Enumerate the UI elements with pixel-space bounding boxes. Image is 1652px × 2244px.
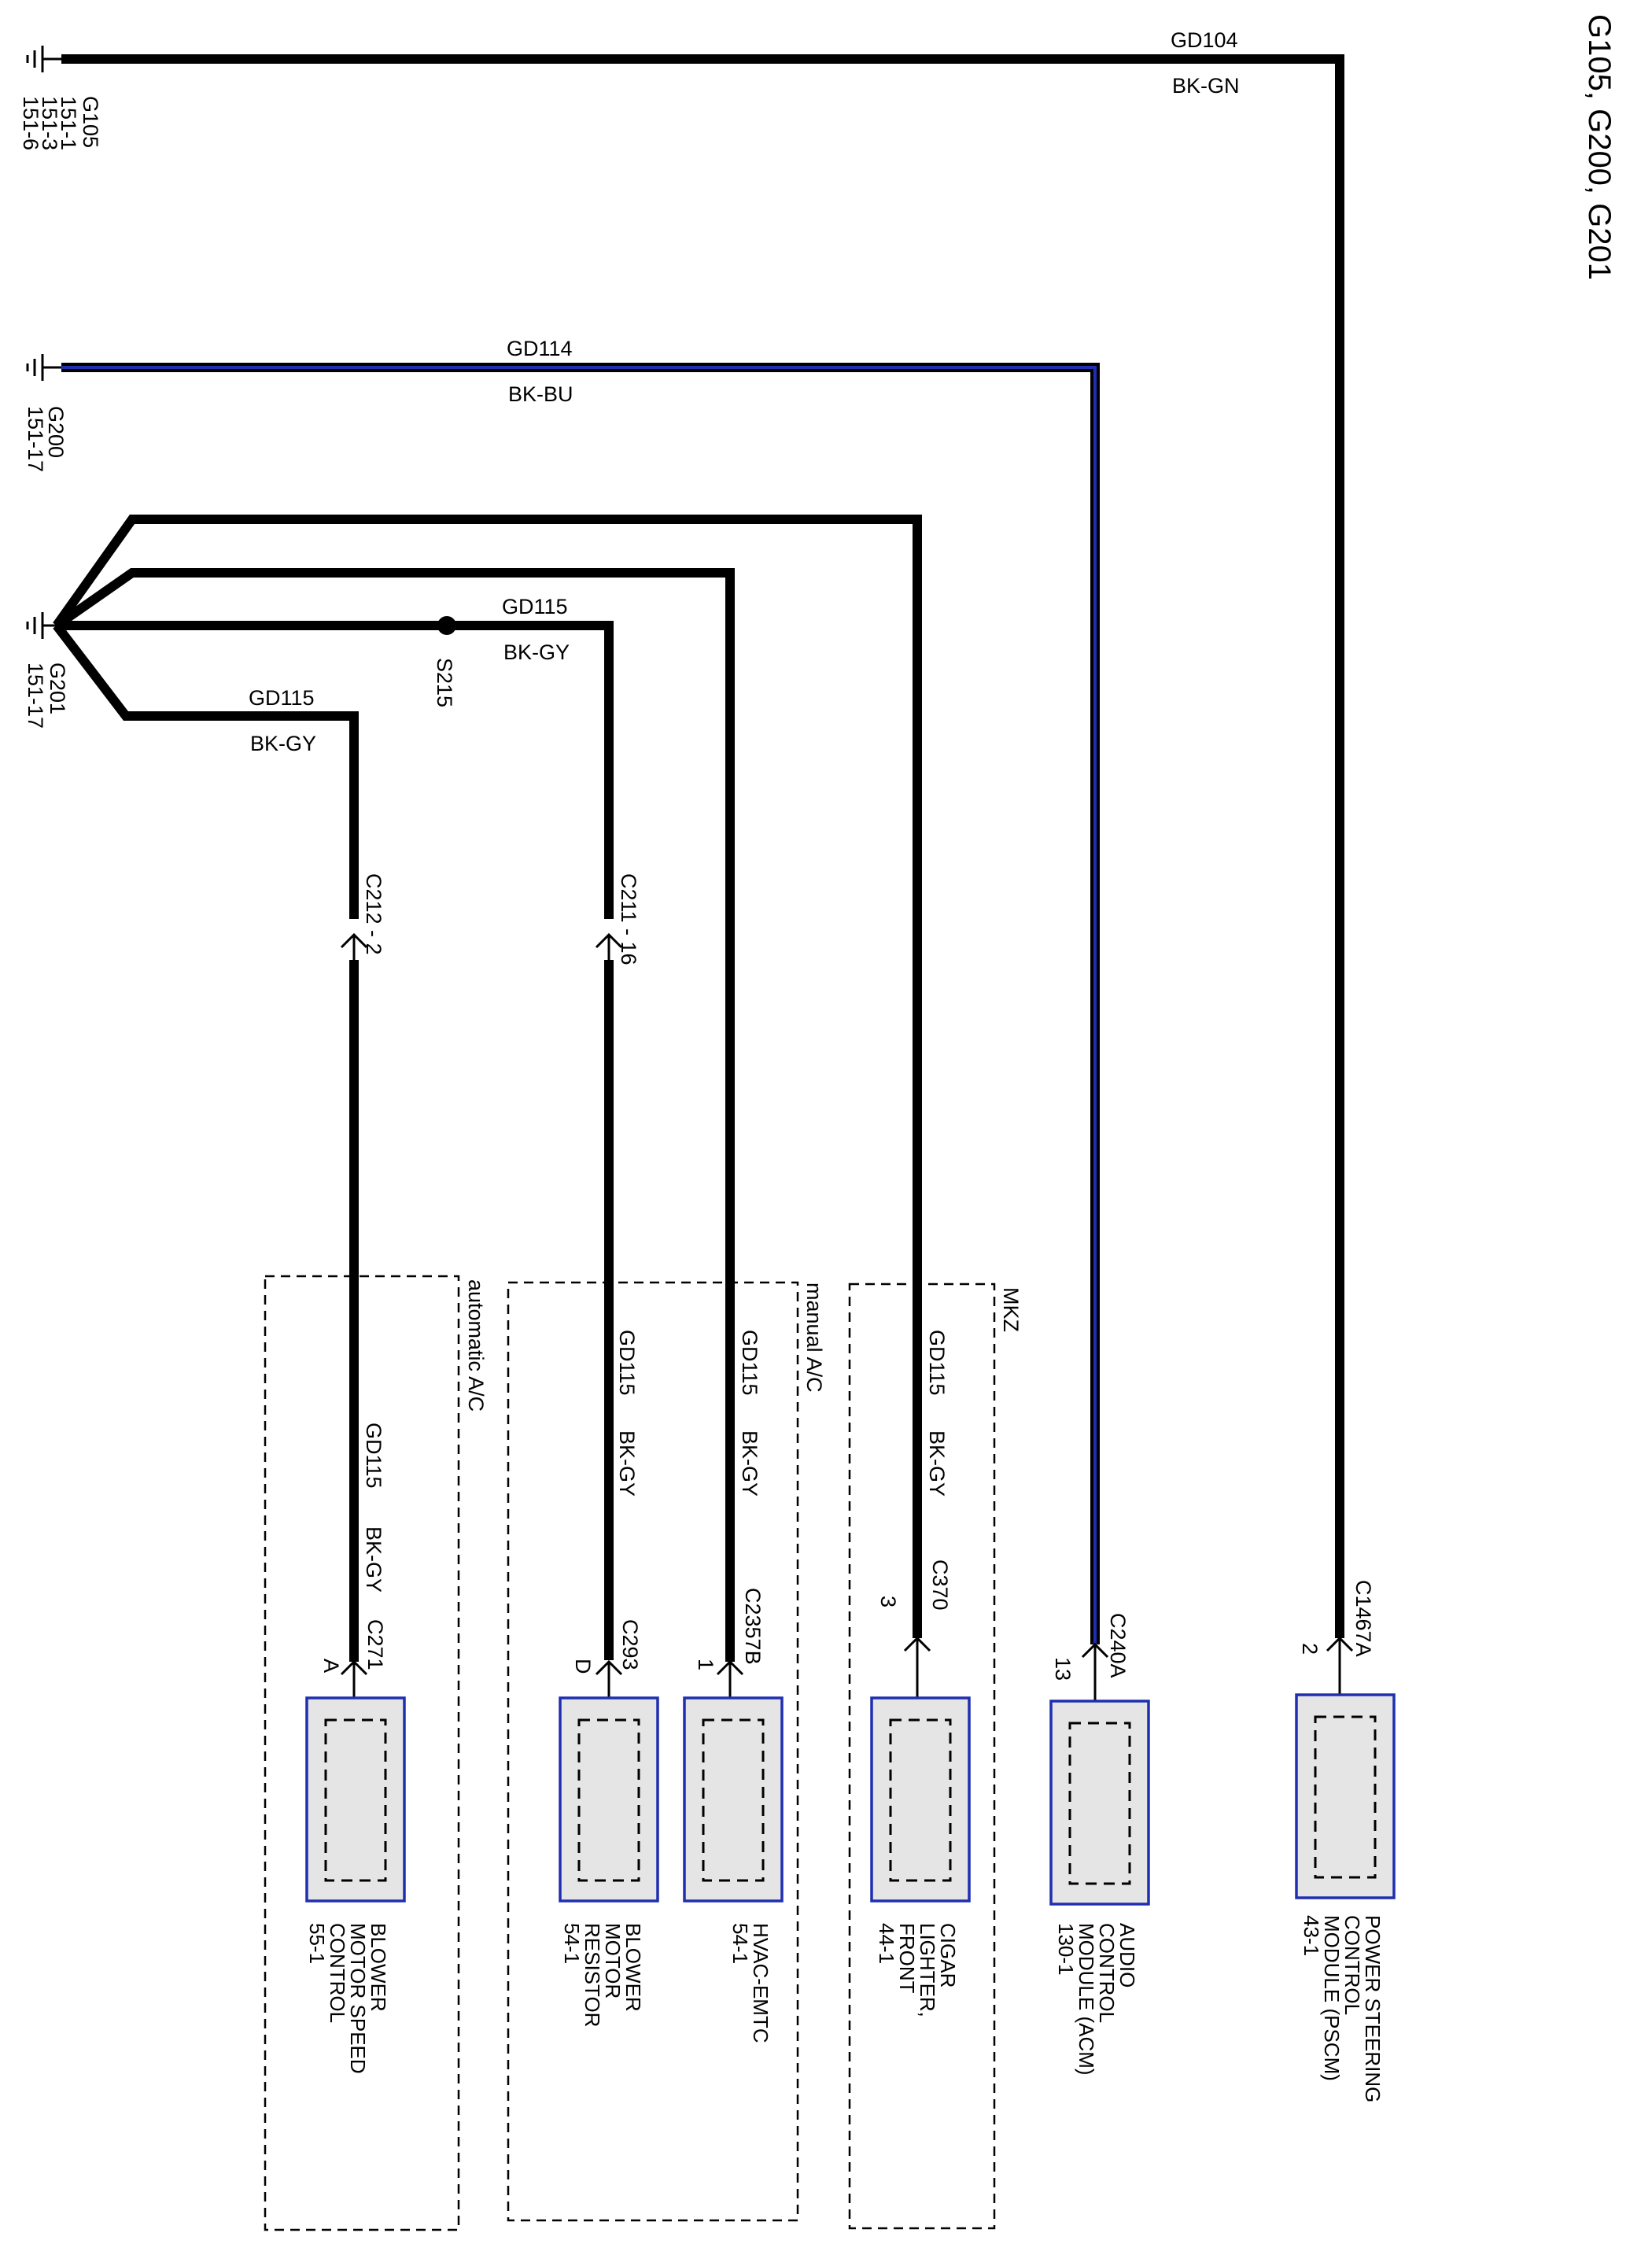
module-5-line-2: CONTROL: [1340, 1915, 1364, 2015]
hvac-wire-circuit: GD115: [738, 1330, 761, 1396]
ground-g105: G105 151-1 151-3 151-6: [19, 46, 102, 150]
gd114-circuit: GD114: [507, 337, 573, 360]
speed-wire-circuit: GD115: [362, 1423, 385, 1489]
wire-gd115-resistor: [57, 621, 614, 919]
module-0-line-2: MOTOR SPEED: [346, 1923, 370, 2074]
c293-connector: C293: [618, 1619, 642, 1670]
wire-gd104: [61, 54, 1344, 1638]
g200-label: G200: [44, 406, 68, 458]
module-1-line-2: MOTOR: [601, 1923, 625, 1999]
module-audio-control-module: C240A 13 AUDIO CONTROL MODULE (ACM) 130-…: [1049, 1613, 1150, 2076]
module-blower-motor-resistor: C293 D BLOWER MOTOR RESISTOR 54-1: [559, 1619, 659, 2027]
module-4-line-1: AUDIO: [1115, 1923, 1139, 1987]
c240a-connector: C240A: [1106, 1613, 1130, 1678]
group-automatic-ac-label: automatic A/C: [464, 1279, 488, 1412]
module-5-line-4: 43-1: [1300, 1915, 1323, 1956]
cigar-wire-color: BK-GY: [925, 1430, 949, 1497]
module-0-line-4: 55-1: [305, 1923, 329, 1964]
module-cigar-lighter-front: C370 3 CIGAR LIGHTER, FRONT 44-1: [870, 1559, 971, 2017]
g105-label: G105: [79, 96, 102, 148]
module-power-steering-control-module: C1467A 2 POWER STEERING CONTROL MODULE (…: [1295, 1580, 1396, 2102]
ground-g201: G201 151-17: [24, 612, 69, 729]
group-manual-ac-label: manual A/C: [802, 1283, 826, 1393]
module-3-line-1: CIGAR: [936, 1923, 960, 1987]
g201-ref: 151-17: [24, 662, 47, 729]
c212-label: C212 - 2: [362, 873, 385, 955]
c2357b-pin: 1: [694, 1659, 717, 1670]
group-mkz: [848, 1283, 996, 2230]
module-0-line-1: BLOWER: [367, 1923, 390, 2012]
gd115-low-circuit: GD115: [249, 686, 315, 710]
module-2-line-2: 54-1: [728, 1923, 752, 1964]
g200-ref: 151-17: [24, 406, 47, 472]
module-3-line-4: 44-1: [875, 1923, 898, 1964]
module-1-line-4: 54-1: [560, 1923, 584, 1964]
gd104-color: BK-GN: [1172, 74, 1240, 98]
module-5-line-1: POWER STEERING: [1361, 1915, 1385, 2102]
module-hvac-emtc: C2357B 1 HVAC-EMTC 54-1: [683, 1588, 784, 2043]
c271-pin: A: [319, 1659, 343, 1673]
gd115-low-color: BK-GY: [250, 732, 316, 755]
hvac-wire-color: BK-GY: [738, 1430, 761, 1497]
module-1-line-1: BLOWER: [621, 1923, 645, 2012]
module-4-line-4: 130-1: [1054, 1923, 1078, 1976]
module-blower-motor-speed-control: C271 A BLOWER MOTOR SPEED CONTROL 55-1: [305, 1619, 406, 2074]
splice-s215: [437, 616, 456, 635]
gd114-color: BK-BU: [508, 382, 573, 406]
wire-gd114-stripe: [61, 366, 1097, 1644]
inline-connector-c211: C211 - 16: [595, 873, 640, 965]
module-3-line-3: FRONT: [895, 1923, 919, 1994]
g105-ref-3: 151-6: [19, 96, 42, 150]
c293-pin: D: [571, 1659, 595, 1674]
module-3-line-2: LIGHTER,: [916, 1923, 939, 2017]
diagram-title: G105, G200, G201: [1582, 14, 1617, 280]
c1467a-pin: 2: [1298, 1643, 1322, 1655]
group-manual-ac: [507, 1281, 799, 2222]
group-automatic-ac: [264, 1275, 460, 2231]
wire-gd115-hvac: [53, 568, 735, 1662]
cigar-wire-circuit: GD115: [925, 1330, 949, 1396]
speed-wire-color: BK-GY: [362, 1526, 385, 1593]
inline-connector-c212: C212 - 2: [340, 873, 385, 960]
module-0-line-3: CONTROL: [326, 1923, 349, 2023]
g105-ref-1: 151-1: [57, 96, 80, 150]
resistor-wire-color: BK-GY: [615, 1430, 639, 1497]
module-1-line-3: RESISTOR: [581, 1923, 604, 2027]
wire-gd115-speed: [53, 622, 359, 919]
g201-label: G201: [46, 662, 69, 714]
c240a-pin: 13: [1051, 1657, 1075, 1681]
c370-pin: 3: [876, 1596, 900, 1607]
c1467a-connector: C1467A: [1351, 1580, 1375, 1657]
wire-gd115-cigar: [53, 515, 922, 1638]
resistor-wire-circuit: GD115: [615, 1330, 639, 1396]
s215-label: S215: [433, 658, 456, 707]
module-2-line-1: HVAC-EMTC: [749, 1923, 773, 2043]
group-mkz-label: MKZ: [999, 1287, 1023, 1332]
module-5-line-3: MODULE (PSCM): [1320, 1915, 1344, 2081]
c2357b-connector: C2357B: [741, 1588, 765, 1665]
module-4-line-3: MODULE (ACM): [1075, 1923, 1098, 2076]
ground-g200: G200 151-17: [24, 354, 68, 472]
c370-connector: C370: [928, 1559, 952, 1611]
gd104-circuit: GD104: [1171, 28, 1238, 52]
g105-ref-2: 151-3: [38, 96, 61, 150]
module-4-line-2: CONTROL: [1095, 1923, 1119, 2023]
c271-connector: C271: [363, 1619, 387, 1670]
gd115-s215-circuit: GD115: [502, 595, 568, 618]
c211-label: C211 - 16: [617, 873, 640, 965]
gd115-s215-color: BK-GY: [503, 640, 570, 664]
